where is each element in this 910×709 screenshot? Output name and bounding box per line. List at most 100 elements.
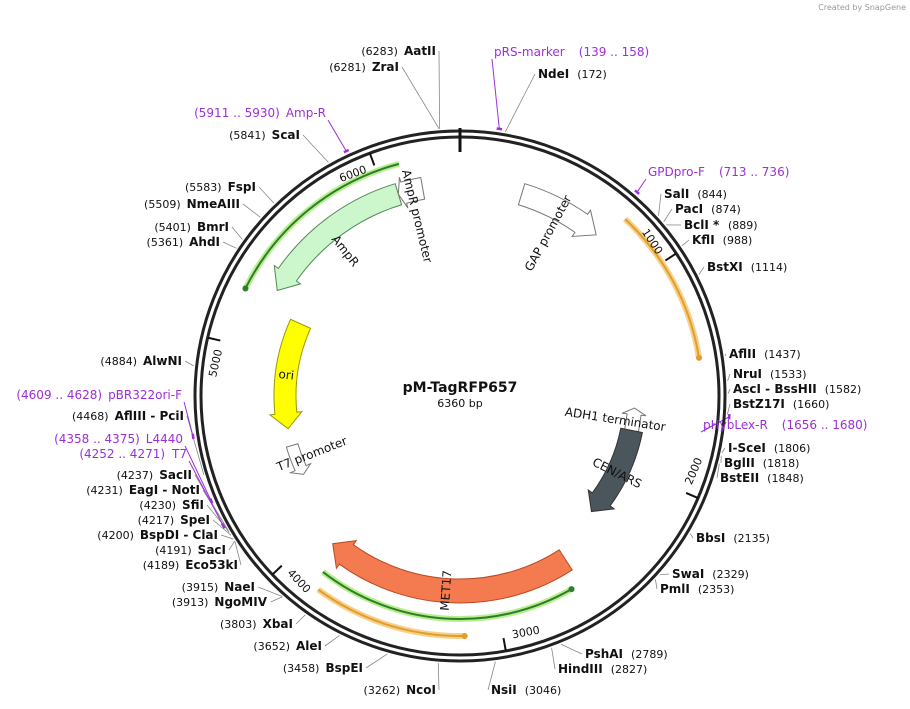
enzyme-position: (4468) [72, 410, 109, 423]
restriction-site[interactable]: EagI - NotI(4231) [86, 483, 200, 497]
enzyme-name: AleI [296, 639, 322, 653]
restriction-site[interactable]: ScaI(5841) [229, 128, 300, 142]
restriction-site[interactable]: SacII(4237) [117, 468, 192, 482]
restriction-site[interactable]: BmrI(5401) [154, 220, 229, 234]
restriction-site[interactable]: AhdI(5361) [147, 235, 220, 249]
enzyme-position: (5841) [229, 129, 266, 142]
leader-line [206, 504, 230, 533]
enzyme-position: (4191) [155, 544, 192, 557]
enzyme-name: BbsI [696, 531, 725, 545]
restriction-site[interactable]: SacI(4191) [155, 543, 226, 557]
enzyme-name: AflIII - PciI [115, 409, 184, 423]
feature-label: ori [278, 367, 295, 383]
enzyme-name: I-SceI [728, 441, 766, 455]
enzyme-name: NdeI [538, 67, 569, 81]
enzyme-position: (1660) [793, 398, 830, 411]
orf-arrowhead [568, 586, 575, 593]
restriction-site[interactable]: SfiI(4230) [139, 498, 204, 512]
restriction-site[interactable]: KflI(988) [692, 233, 752, 247]
restriction-site[interactable]: BstZ17I(1660) [733, 397, 829, 411]
restriction-site[interactable]: XbaI(3803) [220, 617, 293, 631]
leader-line [228, 540, 235, 551]
primer-name: pHybLex-R [703, 418, 768, 432]
restriction-site[interactable]: I-SceI (1806) [728, 441, 810, 455]
feature-label: MET17 [438, 570, 455, 611]
restriction-site[interactable]: SalI(844) [664, 187, 727, 201]
feature-gap-promoter [517, 183, 597, 238]
restriction-site[interactable]: AatII(6283) [361, 44, 436, 58]
enzyme-name: BstXI [707, 260, 743, 274]
feature-label: T7 promoter [274, 434, 349, 475]
restriction-site[interactable]: BspEI(3458) [283, 661, 363, 675]
primer-binding-mark [634, 189, 640, 195]
restriction-site[interactable]: NsiI(3046) [491, 683, 561, 697]
restriction-site[interactable]: PshAI(2789) [585, 647, 668, 661]
restriction-site[interactable]: AleI(3652) [253, 639, 322, 653]
primer-name: pRS-marker [494, 45, 565, 59]
enzyme-name: BspEI [325, 661, 363, 675]
feature-cen-ars [587, 427, 643, 513]
restriction-site[interactable]: BstXI(1114) [707, 260, 787, 274]
restriction-site[interactable]: HindIII(2827) [558, 662, 647, 676]
restriction-site[interactable]: NgoMIV(3913) [172, 595, 268, 609]
primer-range: (1656 .. 1680) [782, 418, 868, 432]
leader-line [438, 50, 441, 129]
restriction-site[interactable]: NruI(1533) [733, 367, 807, 381]
leader-line [655, 579, 658, 590]
restriction-site[interactable]: PacI(874) [675, 202, 741, 216]
enzyme-position: (5509) [144, 198, 181, 211]
enzyme-position: (4189) [143, 559, 180, 572]
enzyme-position: (3046) [525, 684, 562, 697]
restriction-site[interactable]: NcoI(3262) [364, 683, 436, 697]
enzyme-position: (1806) [774, 442, 811, 455]
restriction-site[interactable]: AscI - BssHII(1582) [733, 382, 861, 396]
leader-line [242, 203, 261, 218]
restriction-site[interactable]: BglII(1818) [724, 456, 799, 470]
restriction-site[interactable]: NdeI (172) [538, 67, 607, 81]
primer-site[interactable]: T7(4252 .. 4271) [79, 447, 187, 461]
restriction-site[interactable]: AlwNI(4884) [100, 354, 182, 368]
enzyme-position: (2353) [698, 583, 735, 596]
enzyme-position: (2827) [611, 663, 648, 676]
restriction-site[interactable]: ZraI(6281) [329, 60, 399, 74]
enzyme-name: AlwNI [143, 354, 182, 368]
enzyme-position: (4230) [139, 499, 176, 512]
restriction-site[interactable]: AflII(1437) [729, 347, 801, 361]
restriction-site[interactable]: Eco53kI(4189) [143, 558, 238, 572]
snapgene-credit: Created by SnapGene [818, 3, 906, 12]
leader-line [689, 533, 694, 539]
restriction-site[interactable]: BstEII(1848) [720, 471, 804, 485]
restriction-site[interactable]: FspI(5583) [185, 180, 256, 194]
leader-line [258, 186, 275, 204]
restriction-site[interactable]: NmeAIII(5509) [144, 197, 240, 211]
primer-leader [636, 178, 647, 193]
feature-label: AmpR [329, 232, 362, 269]
primer-site[interactable]: pRS-marker (139 .. 158) [494, 45, 649, 59]
primer-range: (5911 .. 5930) [194, 106, 280, 120]
primer-site[interactable]: pHybLex-R (1656 .. 1680) [703, 418, 867, 432]
restriction-site[interactable]: BspDI - ClaI(4200) [97, 528, 218, 542]
enzyme-position: (3913) [172, 596, 209, 609]
restriction-site[interactable]: NaeI(3915) [182, 580, 255, 594]
primer-site[interactable]: Amp-R(5911 .. 5930) [194, 106, 326, 120]
restriction-site[interactable]: AflIII - PciI (4468) [72, 409, 184, 423]
restriction-site[interactable]: PmlI (2353) [660, 582, 734, 596]
primer-binding-mark [343, 148, 350, 154]
tick-mark [207, 336, 221, 342]
enzyme-position: (172) [577, 68, 607, 81]
enzyme-name: BstEII [720, 471, 759, 485]
restriction-site[interactable]: BbsI(2135) [696, 531, 770, 545]
primer-site[interactable]: GPDpro-F(713 .. 736) [648, 165, 789, 179]
restriction-site[interactable]: SpeI(4217) [138, 513, 210, 527]
primer-site[interactable]: pBR322ori-F(4609 .. 4628) [16, 388, 182, 402]
leader-line [504, 73, 536, 133]
restriction-site[interactable]: BclI *(889) [684, 218, 758, 232]
enzyme-name: SacII [159, 468, 192, 482]
enzyme-name: PmlI [660, 582, 690, 596]
leader-line [295, 614, 306, 625]
enzyme-position: (4200) [97, 529, 134, 542]
primer-site[interactable]: L4440(4358 .. 4375) [54, 432, 183, 446]
restriction-site[interactable]: SwaI(2329) [672, 567, 749, 581]
primer-range: (139 .. 158) [579, 45, 649, 59]
